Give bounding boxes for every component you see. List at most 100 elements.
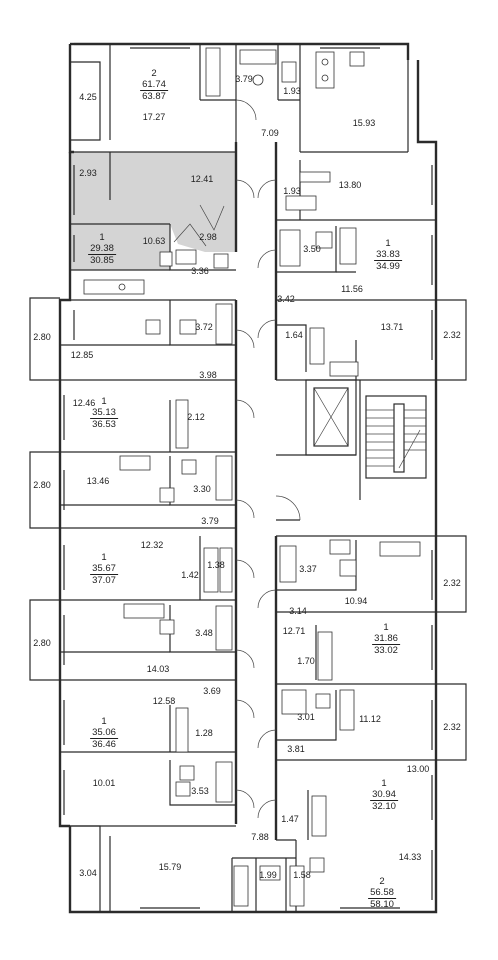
apartment-rooms: 1 [381,778,387,789]
room-area-label: 3.14 [289,606,307,616]
apartment-summary: 1 35.13 36.53 [90,396,118,430]
fixtures [83,47,421,907]
room-area-label: 1.99 [259,870,277,880]
room-area-label: 2.12 [187,412,205,422]
apartment-living-area: 29.38 [88,243,116,255]
room-area-label: 3.48 [195,628,213,638]
apartment-total-area: 58.10 [370,899,394,910]
highlighted-apartment [70,152,236,270]
room-area-label: 1.93 [283,86,301,96]
room-area-label: 3.79 [235,74,253,84]
apartment-rooms: 1 [383,622,389,633]
apartment-rooms: 1 [101,552,107,563]
room-area-label: 2.98 [199,232,217,242]
room-area-label: 2.80 [33,638,51,648]
apartment-summary: 2 61.74 63.87 [140,68,168,102]
room-area-label: 1.42 [181,570,199,580]
room-area-label: 2.32 [443,722,461,732]
room-area-label: 1.93 [283,186,301,196]
room-area-label: 12.41 [190,174,214,184]
left-partitions [60,44,409,912]
apartment-living-area: 61.74 [140,79,168,91]
room-area-label: 15.93 [352,118,376,128]
room-area-label: 3.04 [79,868,97,878]
windows [63,47,433,909]
room-area-label: 14.33 [398,852,422,862]
apartment-summary: 1 35.06 36.46 [90,716,118,750]
room-area-label: 15.79 [158,862,182,872]
room-area-label: 1.38 [207,560,225,570]
room-area-label: 13.71 [380,322,404,332]
room-area-label: 12.46 [72,398,96,408]
apartment-total-area: 34.99 [376,261,400,272]
apartment-total-area: 32.10 [372,801,396,812]
right-partitions [276,160,436,912]
room-area-label: 3.53 [191,786,209,796]
room-area-label: 3.37 [299,564,317,574]
apartment-living-area: 35.67 [90,563,118,575]
apartment-living-area: 35.06 [90,727,118,739]
room-area-label: 7.09 [261,128,279,138]
apartment-rooms: 2 [379,876,385,887]
room-area-label: 1.58 [293,870,311,880]
room-area-label: 12.85 [70,350,94,360]
room-area-label: 2.80 [33,332,51,342]
apartment-summary: 1 29.38 30.85 [88,232,116,266]
apartment-summary: 2 56.58 58.10 [368,876,396,910]
room-area-label: 4.25 [79,92,97,102]
apartment-living-area: 56.58 [368,887,396,899]
apartment-rooms: 2 [151,68,157,79]
doors [173,99,277,819]
room-area-label: 13.00 [406,764,430,774]
apartment-total-area: 36.46 [92,739,116,750]
room-area-label: 10.01 [92,778,116,788]
room-area-label: 1.47 [281,814,299,824]
room-area-label: 10.63 [142,236,166,246]
room-area-label: 1.28 [195,728,213,738]
room-area-label: 3.69 [203,686,221,696]
room-area-label: 3.30 [193,484,211,494]
room-area-label: 2.32 [443,578,461,588]
apartment-total-area: 63.87 [142,91,166,102]
room-area-label: 3.42 [277,294,295,304]
room-area-label: 10.94 [344,596,368,606]
room-area-label: 3.01 [297,712,315,722]
apartment-total-area: 33.02 [374,645,398,656]
corridor-walls [234,142,278,840]
room-area-label: 13.80 [338,180,362,190]
apartment-living-area: 30.94 [370,789,398,801]
apartment-summary: 1 31.86 33.02 [372,622,400,656]
room-area-label: 3.72 [195,322,213,332]
room-area-label: 14.03 [146,664,170,674]
apartment-summary: 1 30.94 32.10 [370,778,398,812]
apartment-summary: 1 33.83 34.99 [374,238,402,272]
room-area-label: 11.56 [341,284,363,294]
room-area-label: 13.46 [86,476,110,486]
room-area-label: 1.64 [285,330,303,340]
apartment-summary: 1 35.67 37.07 [90,552,118,586]
stair-core [275,379,427,521]
room-area-label: 7.88 [251,832,269,842]
apartment-total-area: 36.53 [92,419,116,430]
room-area-label: 17.27 [142,112,166,122]
room-area-label: 12.58 [152,696,176,706]
apartment-rooms: 1 [101,396,107,407]
room-area-label: 3.79 [201,516,219,526]
room-area-label: 2.32 [443,330,461,340]
room-area-label: 3.98 [199,370,217,380]
room-area-label: 3.50 [303,244,321,254]
room-area-label: 12.32 [140,540,164,550]
apartment-living-area: 35.13 [90,407,118,419]
room-area-label: 12.71 [282,626,306,636]
apartment-rooms: 1 [101,716,107,727]
apartment-rooms: 1 [385,238,391,249]
room-area-label: 11.12 [359,714,381,724]
apartment-total-area: 30.85 [90,255,114,266]
apartment-total-area: 37.07 [92,575,116,586]
room-area-label: 2.80 [33,480,51,490]
room-area-label: 3.36 [191,266,209,276]
apartment-rooms: 1 [99,232,105,243]
room-area-label: 3.81 [287,744,305,754]
apartment-living-area: 31.86 [372,633,400,645]
